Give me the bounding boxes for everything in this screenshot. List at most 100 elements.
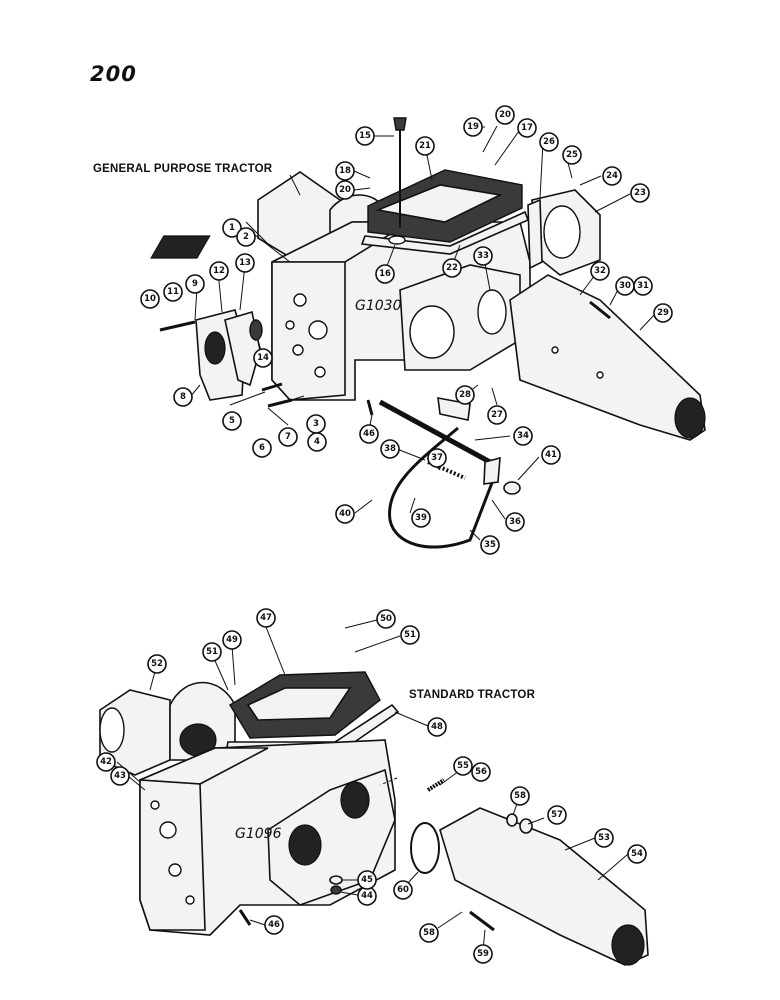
svg-text:15: 15 xyxy=(359,131,371,141)
seal-14 xyxy=(249,319,263,341)
bolt-30 xyxy=(589,300,611,320)
leader-3 xyxy=(284,395,305,403)
svg-text:3: 3 xyxy=(313,419,319,429)
callouts-standard: 42 43 44 45 46 47 48 49 50 51 51 52 53 5… xyxy=(96,608,647,964)
callout-32: 32 xyxy=(590,261,610,281)
svg-text:60: 60 xyxy=(397,885,409,895)
dipstick-cap xyxy=(393,117,407,131)
leader-1 xyxy=(245,221,273,249)
svg-text:36: 36 xyxy=(509,517,521,527)
leader-23 xyxy=(594,193,631,213)
plug-58 xyxy=(506,813,518,827)
leader-47 xyxy=(265,626,286,676)
leader-49 xyxy=(231,645,236,686)
callout-9: 9 xyxy=(185,274,205,294)
svg-text:8: 8 xyxy=(180,392,186,402)
callout-50: 50 xyxy=(376,609,396,629)
leader-20c xyxy=(289,174,301,196)
leader-48 xyxy=(394,711,429,727)
callout-45: 45 xyxy=(357,870,377,890)
housing-bolt-hole-std xyxy=(150,800,160,810)
o-ring xyxy=(410,822,440,874)
housing-top-opening xyxy=(150,235,211,259)
svg-text:35: 35 xyxy=(484,540,496,550)
svg-text:10: 10 xyxy=(144,294,156,304)
callout-58: 58 xyxy=(419,923,439,943)
callouts-general-purpose: 1 2 3 4 5 6 7 8 9 10 11 12 13 14 15 16 1… xyxy=(140,105,673,555)
callout-24: 24 xyxy=(602,166,622,186)
callout-56: 56 xyxy=(471,762,491,782)
svg-text:4: 4 xyxy=(314,437,320,447)
bearing-33-bore xyxy=(477,289,507,335)
rear-cover-gasket xyxy=(527,198,543,270)
callout-28: 28 xyxy=(455,385,475,405)
svg-text:57: 57 xyxy=(551,810,563,820)
svg-text:49: 49 xyxy=(226,635,238,645)
callout-1: 1 xyxy=(222,218,242,238)
callout-34: 34 xyxy=(513,426,533,446)
callout-22: 22 xyxy=(442,258,462,278)
callout-17: 17 xyxy=(517,118,537,138)
svg-text:23: 23 xyxy=(634,188,646,198)
leader-26 xyxy=(539,142,544,199)
callout-53: 53 xyxy=(594,828,614,848)
svg-text:30: 30 xyxy=(619,281,631,291)
side-cover-boss xyxy=(204,331,226,365)
leader-43 xyxy=(127,775,146,791)
leader-20b xyxy=(353,187,371,191)
leader-24 xyxy=(579,175,602,186)
callout-31: 31 xyxy=(633,276,653,296)
svg-text:42: 42 xyxy=(100,757,112,767)
top-cover-plate-std xyxy=(246,687,352,721)
svg-text:51: 51 xyxy=(404,630,416,640)
svg-text:38: 38 xyxy=(384,444,396,454)
housing-front-face-std xyxy=(139,779,206,931)
leader-46 xyxy=(249,919,266,926)
callout-4: 4 xyxy=(307,432,327,452)
callout-43: 43 xyxy=(110,766,130,786)
leader-54 xyxy=(597,853,629,881)
callout-41: 41 xyxy=(541,445,561,465)
housing-bolt-hole xyxy=(285,320,295,330)
callout-37: 37 xyxy=(427,448,447,468)
callout-21: 21 xyxy=(415,136,435,156)
callout-23: 23 xyxy=(630,183,650,203)
callout-47: 47 xyxy=(256,608,276,628)
svg-text:7: 7 xyxy=(285,432,291,442)
leader-40 xyxy=(354,499,373,514)
svg-text:46: 46 xyxy=(268,920,280,930)
callout-39: 39 xyxy=(411,508,431,528)
leader-60 xyxy=(407,871,419,884)
bolt-10 xyxy=(159,320,196,332)
callout-58: 58 xyxy=(510,786,530,806)
callout-29: 29 xyxy=(653,303,673,323)
svg-text:19: 19 xyxy=(467,122,479,132)
general-purpose-assembly: G1030 xyxy=(150,117,706,549)
svg-text:22: 22 xyxy=(446,263,458,273)
svg-text:13: 13 xyxy=(239,258,251,268)
stud-5 xyxy=(261,382,283,392)
callout-7: 7 xyxy=(278,427,298,447)
page-number: 200 xyxy=(90,62,137,86)
leader-20a xyxy=(482,125,498,153)
lever-hub xyxy=(483,456,501,485)
bushing-41 xyxy=(503,481,521,495)
svg-text:24: 24 xyxy=(606,171,618,181)
leader-27 xyxy=(491,387,498,406)
svg-text:51: 51 xyxy=(206,647,218,657)
callout-42: 42 xyxy=(96,752,116,772)
spring-37 xyxy=(427,460,466,480)
callout-36: 36 xyxy=(505,512,525,532)
axle-bore-std xyxy=(288,824,322,866)
callout-35: 35 xyxy=(480,535,500,555)
callout-27: 27 xyxy=(487,405,507,425)
housing-bolt-hole-std xyxy=(168,863,182,877)
leader-16 xyxy=(386,244,396,267)
svg-text:40: 40 xyxy=(339,509,351,519)
housing-bolt-hole xyxy=(314,366,326,378)
callout-33: 33 xyxy=(473,246,493,266)
svg-text:48: 48 xyxy=(431,722,443,732)
axle-housing-bore xyxy=(674,397,706,439)
